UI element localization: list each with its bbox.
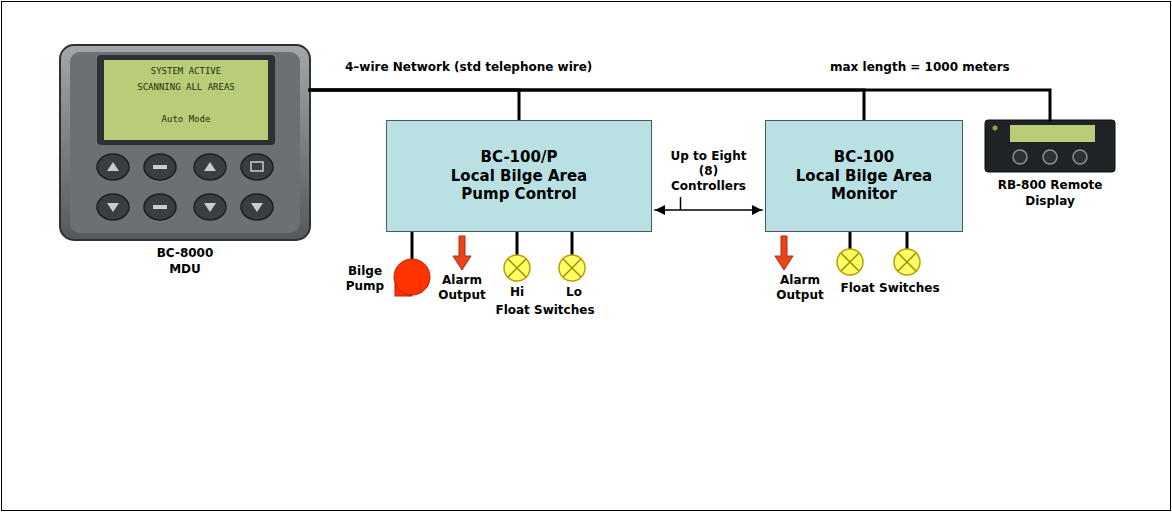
float-switch-cross bbox=[508, 259, 526, 277]
enter-icon bbox=[251, 162, 263, 171]
switch-group-label: Float Switches bbox=[835, 281, 945, 296]
float-switch-cross bbox=[563, 259, 581, 277]
arrow-head bbox=[752, 205, 762, 215]
down-icon bbox=[251, 203, 263, 212]
pump-wire bbox=[411, 232, 414, 259]
length-note: max length = 1000 meters bbox=[830, 60, 1010, 75]
controller-link bbox=[655, 205, 762, 215]
monitor-outputs bbox=[775, 232, 920, 275]
float-wire bbox=[516, 232, 519, 255]
down-icon bbox=[204, 203, 216, 212]
mdu-buttons bbox=[97, 154, 273, 220]
network-cable bbox=[310, 90, 519, 120]
remote-button bbox=[1073, 150, 1087, 164]
switch-label: Lo bbox=[562, 285, 586, 300]
remote-bezel bbox=[985, 120, 1115, 172]
connector-line bbox=[310, 90, 864, 120]
alarm-arrow bbox=[453, 236, 471, 270]
mdu-device-photo bbox=[60, 45, 310, 240]
screen-text: Auto Mode bbox=[104, 114, 268, 125]
device-label: RB-800 Remote Display bbox=[991, 178, 1109, 209]
controller-box: BC-100/PLocal Bilge Area Pump Control bbox=[386, 120, 652, 232]
mdu-screen bbox=[104, 60, 268, 140]
switch-label: Hi bbox=[505, 285, 529, 300]
float-wire bbox=[906, 232, 909, 249]
mdu-button bbox=[241, 194, 273, 220]
float-switch-cross bbox=[898, 253, 916, 271]
remote-display: RB-800 Remote Display bbox=[985, 120, 1115, 209]
network-label: 4–wire Network (std telephone wire) bbox=[345, 60, 592, 75]
connector-line bbox=[310, 90, 1050, 120]
alarm-label: Alarm Output bbox=[434, 273, 490, 303]
up-icon bbox=[107, 162, 119, 171]
float-switch-cross bbox=[841, 253, 859, 271]
mdu-face bbox=[70, 52, 300, 233]
down-icon bbox=[107, 203, 119, 212]
arrow-head bbox=[655, 205, 665, 215]
minus-icon bbox=[153, 205, 167, 209]
monitor-box: BC-100Local Bilge Area Monitor bbox=[765, 120, 963, 232]
float-switch-symbol bbox=[559, 255, 585, 281]
mdu-screen-frame bbox=[97, 55, 275, 145]
device-frame bbox=[985, 120, 1115, 172]
float-wire bbox=[571, 232, 574, 255]
connector-line bbox=[655, 209, 762, 211]
pump-control-outputs bbox=[394, 232, 585, 296]
remote-button bbox=[1043, 150, 1057, 164]
remote-led bbox=[993, 126, 998, 131]
remote-display-photo bbox=[985, 120, 1115, 172]
minus-icon bbox=[153, 165, 167, 169]
box-heading: BC-100/P bbox=[481, 148, 558, 167]
screen-text: SCANNING ALL AREAS bbox=[104, 82, 268, 93]
mdu-button bbox=[241, 154, 273, 180]
mdu-button-icons bbox=[107, 162, 263, 212]
master-display-unit: BC-8000 MDU bbox=[60, 45, 310, 277]
edge-label: Up to Eight (8) Controllers bbox=[667, 149, 751, 194]
connector-line bbox=[310, 90, 519, 120]
bilge-pump-symbol bbox=[394, 259, 430, 295]
box-body: Local Bilge Area Monitor bbox=[779, 167, 949, 205]
alarm-label: Alarm Output bbox=[772, 273, 828, 303]
float-switch-symbol bbox=[504, 255, 530, 281]
box-body: Local Bilge Area Pump Control bbox=[434, 167, 604, 205]
mdu-bezel bbox=[60, 45, 310, 240]
mdu-button bbox=[97, 154, 129, 180]
mdu-button bbox=[194, 154, 226, 180]
mdu-button bbox=[144, 194, 176, 220]
screen-text: SYSTEM ACTIVE bbox=[104, 66, 268, 77]
label-tick bbox=[680, 197, 682, 210]
switch-group-label: Float Switches bbox=[490, 303, 600, 318]
float-switch-symbol bbox=[837, 249, 863, 275]
pump-label: Bilge Pump bbox=[342, 264, 388, 294]
network-cable bbox=[310, 90, 1050, 120]
box-heading: BC-100 bbox=[834, 148, 894, 167]
network-cable bbox=[310, 90, 864, 120]
mdu-button bbox=[144, 154, 176, 180]
mdu-button bbox=[194, 194, 226, 220]
remote-screen bbox=[1010, 125, 1095, 142]
float-wire bbox=[849, 232, 852, 249]
remote-button bbox=[1013, 150, 1027, 164]
up-icon bbox=[204, 162, 216, 171]
device-label: BC-8000 MDU bbox=[150, 246, 220, 277]
alarm-arrow bbox=[775, 236, 793, 270]
float-switch-symbol bbox=[894, 249, 920, 275]
mdu-button bbox=[97, 194, 129, 220]
